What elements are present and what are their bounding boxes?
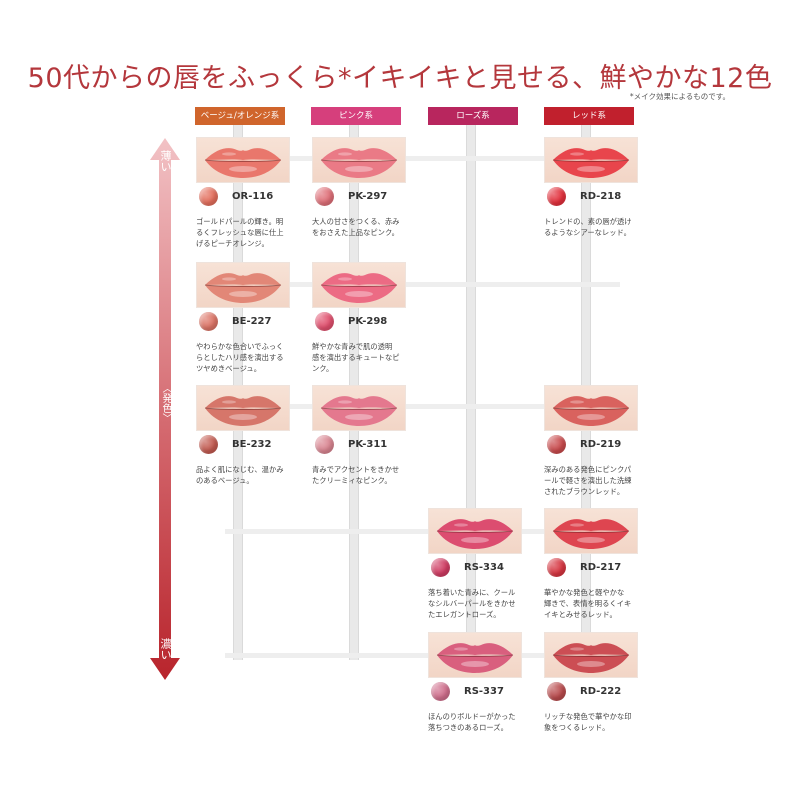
product-code: RS-337 bbox=[464, 686, 504, 697]
color-swatch bbox=[431, 682, 450, 701]
scale-middle-label: 〈発色〉 bbox=[160, 383, 171, 423]
product-code: RD-217 bbox=[580, 562, 622, 573]
lips-photo bbox=[544, 508, 638, 554]
product-description: 落ち着いた青みに、クール なシルバーパールをきかせ たエレガントローズ。 bbox=[428, 588, 516, 619]
lips-photo bbox=[428, 508, 522, 554]
grid-column-line bbox=[466, 125, 476, 660]
product-code: OR-116 bbox=[232, 191, 274, 202]
product-code: BE-232 bbox=[232, 439, 272, 450]
lips-photo bbox=[312, 385, 406, 431]
category-red: レッド系 bbox=[544, 107, 634, 125]
category-pink: ピンク系 bbox=[311, 107, 401, 125]
color-swatch bbox=[199, 187, 218, 206]
lips-photo bbox=[428, 632, 522, 678]
category-rose: ローズ系 bbox=[428, 107, 518, 125]
product-description: リッチな発色で華やかな印 象をつくるレッド。 bbox=[544, 712, 632, 732]
product-description: やわらかな色合いでふっく らとしたハリ感を演出する ツヤめきベージュ。 bbox=[196, 342, 284, 373]
product-description: 大人の甘さをつくる、赤み をおさえた上品なピンク。 bbox=[312, 217, 400, 237]
lips-photo bbox=[196, 262, 290, 308]
product-description: 華やかな発色と軽やかな 輝きで、表情を明るくイキ イキとみせるレッド。 bbox=[544, 588, 632, 619]
lips-photo bbox=[196, 137, 290, 183]
category-label: ローズ系 bbox=[456, 111, 490, 121]
color-swatch bbox=[315, 187, 334, 206]
color-swatch bbox=[199, 312, 218, 331]
scale-dark-label: 濃い bbox=[159, 638, 172, 660]
product-code: RD-219 bbox=[580, 439, 622, 450]
product-description: ほんのりボルドーがかった 落ちつきのあるローズ。 bbox=[428, 712, 516, 732]
lips-photo bbox=[544, 385, 638, 431]
product-description: 品よく肌になじむ、温かみ のあるベージュ。 bbox=[196, 465, 284, 485]
color-swatch bbox=[547, 435, 566, 454]
intensity-arrow-icon bbox=[150, 138, 180, 680]
grid-row-line bbox=[225, 404, 620, 409]
category-label: レッド系 bbox=[571, 111, 606, 121]
product-code: RS-334 bbox=[464, 562, 504, 573]
lips-photo bbox=[312, 137, 406, 183]
color-swatch bbox=[547, 682, 566, 701]
color-swatch bbox=[547, 187, 566, 206]
grid-row-line bbox=[225, 529, 620, 534]
product-description: 青みでアクセントをきかせ たクリーミィなピンク。 bbox=[312, 465, 400, 485]
product-description: 深みのある発色にピンクパ ールで軽さを演出した洗練 されたブラウンレッド。 bbox=[544, 465, 632, 496]
color-swatch bbox=[431, 558, 450, 577]
scale-light-label: 薄い bbox=[159, 150, 172, 172]
lips-photo bbox=[544, 137, 638, 183]
color-swatch bbox=[315, 435, 334, 454]
grid-row-line bbox=[225, 282, 620, 287]
color-swatch bbox=[315, 312, 334, 331]
grid-row-line bbox=[225, 156, 620, 161]
grid-row-line bbox=[225, 653, 620, 658]
category-label: ベージュ/オレンジ系 bbox=[200, 111, 280, 121]
product-code: RD-222 bbox=[580, 686, 622, 697]
product-code: PK-311 bbox=[348, 439, 388, 450]
lips-photo bbox=[544, 632, 638, 678]
product-description: ゴールドパールの輝き。明 るくフレッシュな唇に仕上 げるピーチオレンジ。 bbox=[196, 217, 284, 248]
category-label: ピンク系 bbox=[338, 111, 373, 121]
page-title: 50代からの唇をふっくら*イキイキと見せる、鮮やかな12色 bbox=[27, 63, 773, 94]
product-code: PK-298 bbox=[348, 316, 388, 327]
lips-photo bbox=[312, 262, 406, 308]
color-swatch bbox=[199, 435, 218, 454]
category-beige-orange: ベージュ/オレンジ系 bbox=[195, 107, 285, 125]
product-description: トレンドの、素の唇が透け るようなシアーなレッド。 bbox=[544, 217, 632, 237]
product-code: BE-227 bbox=[232, 316, 272, 327]
lips-photo bbox=[196, 385, 290, 431]
product-description: 鮮やかな青みで肌の透明 感を演出するキュートなピ ンク。 bbox=[312, 342, 400, 373]
product-code: RD-218 bbox=[580, 191, 622, 202]
product-code: PK-297 bbox=[348, 191, 388, 202]
footnote: *メイク効果によるものです。 bbox=[629, 92, 730, 101]
color-swatch bbox=[547, 558, 566, 577]
